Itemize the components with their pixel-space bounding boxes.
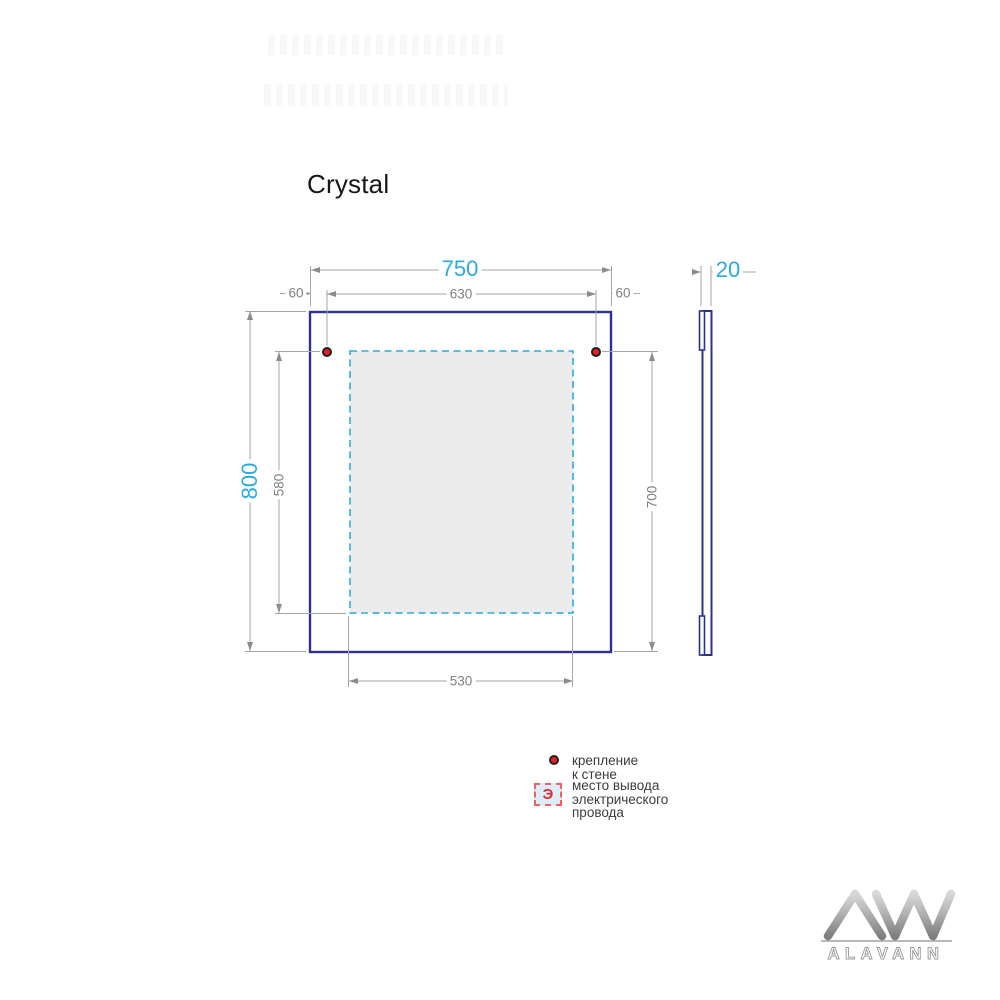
dim-label-depth: 20: [712, 258, 744, 282]
wall-mount-marker-left: [322, 347, 332, 357]
dim-label-led-zone-width: 530: [446, 673, 476, 689]
mirror-front-outline: [308, 310, 613, 654]
watermark-row: [268, 35, 506, 55]
legend-wire-label-line2: электрического провода: [572, 791, 669, 820]
legend-wire-icon: Э: [534, 783, 562, 806]
wall-mount-marker-right: [591, 347, 601, 357]
brand-logo: ALAVANN: [818, 884, 963, 969]
legend-wire-label-line1: место вывода: [572, 778, 660, 793]
dim-label-mount-offset-right: 60: [612, 285, 634, 301]
legend-mount-label: крепление к стене: [572, 753, 639, 782]
brand-name: ALAVANN: [828, 945, 945, 963]
dim-label-mount-to-bottom: 700: [644, 482, 660, 512]
dim-label-overall-height: 800: [237, 459, 262, 503]
dim-label-mount-offset-left: 60: [285, 285, 307, 301]
dim-label-led-zone-height: 580: [271, 470, 287, 500]
wire-symbol: Э: [542, 786, 554, 803]
brand-mark-icon: [823, 889, 956, 941]
legend-mount-icon: [549, 755, 559, 765]
dim-label-overall-width: 750: [438, 257, 482, 281]
watermark-row: [264, 84, 508, 106]
legend-wire-label: место вывода электрического провода: [572, 779, 668, 820]
model-title: Crystal: [307, 169, 390, 199]
mirror-side-profile: [698, 310, 713, 656]
dim-label-mount-span: 630: [446, 286, 476, 302]
led-zone: [349, 350, 574, 614]
